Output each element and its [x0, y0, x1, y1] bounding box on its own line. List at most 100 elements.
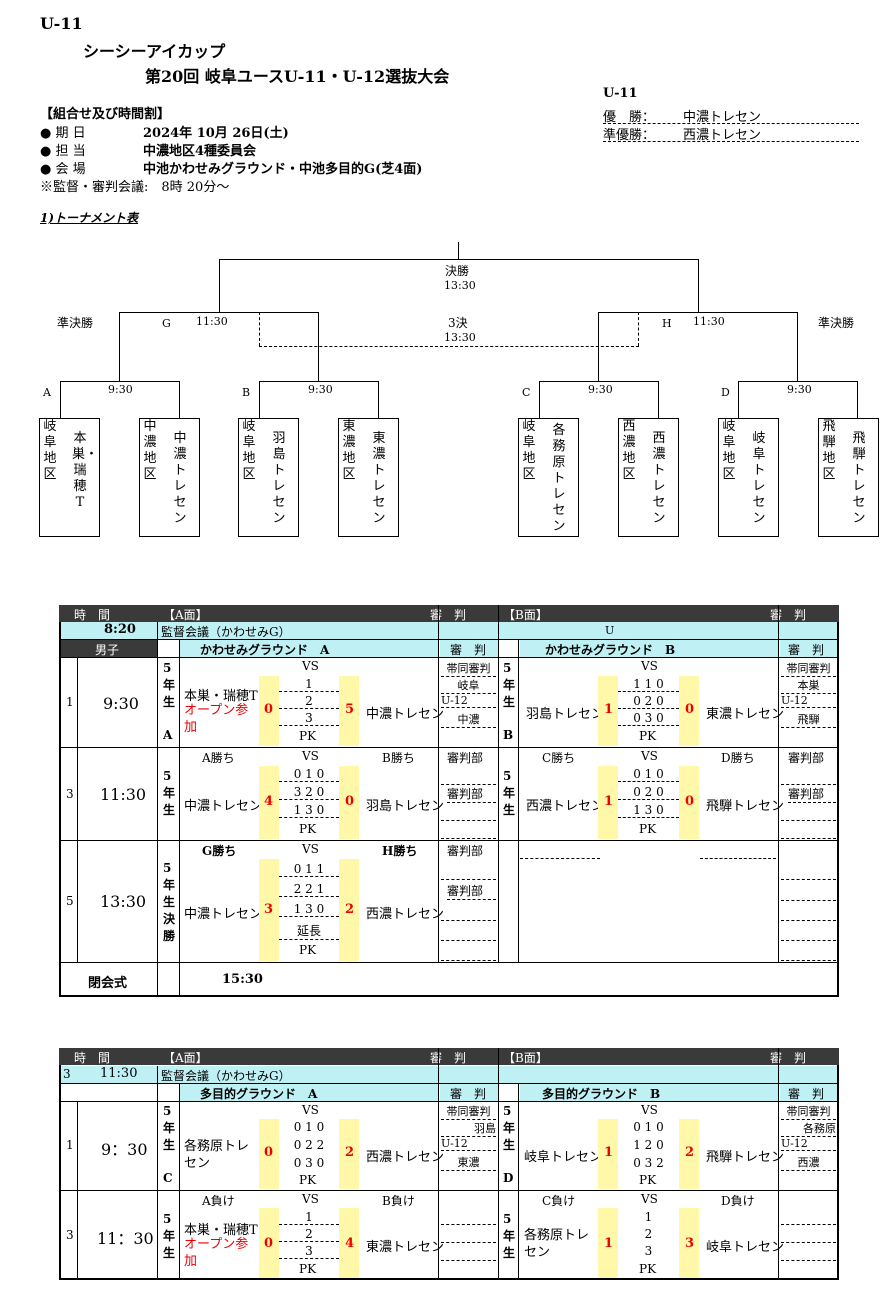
bracket-line	[658, 381, 659, 419]
team-box: 飛騨地区 飛騨トレセン	[818, 418, 879, 537]
block-a-label: A	[43, 386, 51, 399]
block-b-time: 9:30	[308, 383, 333, 396]
period-score: 0 1 0	[279, 767, 339, 782]
loser-from-label: A負け	[202, 1194, 235, 1208]
grade-label: 5年生	[503, 661, 516, 709]
ground-b-label: かわせみグラウンド B	[545, 643, 676, 657]
pk-label: PK	[299, 1173, 317, 1187]
closing-label: 閉会式	[88, 976, 128, 991]
bracket-line	[857, 381, 858, 419]
date-label: ● 期 日	[40, 126, 86, 141]
team-away: 岐阜トレセン	[706, 1240, 785, 1255]
pk-label: PK	[299, 943, 317, 957]
venue-label: ● 会 場	[40, 162, 86, 177]
score-home: 0	[264, 1236, 274, 1251]
bracket-line	[318, 312, 319, 382]
bracket-line	[119, 312, 319, 313]
bracket-heading: 1)トーナメント表	[40, 211, 139, 225]
row-number: 1	[66, 695, 74, 709]
header-time: 時 間	[74, 1051, 111, 1065]
bracket-line	[698, 259, 699, 313]
category-label: U-11	[40, 14, 83, 33]
referee-cell: 中濃	[441, 711, 496, 728]
period-score: 2 2 1	[279, 882, 339, 897]
period-score: 0 3 0	[293, 1156, 325, 1170]
winner-row: 優 勝： 中濃トレセン	[603, 106, 859, 125]
referee-cell: 各務原	[781, 1120, 836, 1137]
block-letter: B	[503, 728, 514, 742]
referee-cell: 帯同審判	[441, 660, 496, 677]
team-region: 東濃地区	[342, 419, 356, 482]
vs-label: VS	[302, 1192, 319, 1206]
team-name: 各務原トレセン	[552, 423, 566, 534]
referee-cell: 羽島	[441, 1120, 496, 1137]
vs-label: VS	[641, 1103, 658, 1117]
ground-b-ref: 審 判	[788, 643, 825, 657]
referee-head: 審判部	[447, 751, 484, 765]
bracket-line	[219, 259, 220, 313]
period-score: 0 3 2	[633, 1156, 664, 1170]
grade-label: 5年生	[163, 1212, 176, 1260]
date-value: 2024年 10月 26日(土)	[143, 126, 289, 141]
referee-cell: U-12	[781, 1137, 836, 1151]
match-h-time: 11:30	[693, 315, 725, 328]
ground-b-ref: 審 判	[788, 1087, 825, 1101]
row-number: 3	[66, 787, 74, 801]
block-letter: D	[503, 1171, 514, 1185]
bracket-line	[378, 381, 379, 419]
block-d-label: D	[721, 386, 730, 399]
header-side-a: 【A面】	[163, 608, 208, 622]
referee-head: 審判部	[788, 751, 825, 765]
vs-label: VS	[302, 749, 319, 763]
meeting-time: 8:20	[104, 622, 136, 637]
score-home: 3	[264, 902, 274, 917]
third-place-time: 13:30	[444, 331, 476, 344]
period-score: 1 2 0	[633, 1138, 664, 1152]
row-time: 11:30	[100, 785, 147, 804]
bracket-line	[738, 381, 739, 419]
team-name: 中濃トレセン	[173, 431, 187, 526]
team-box: 西濃地区 西濃トレセン	[618, 418, 679, 537]
block-c-time: 9:30	[588, 383, 613, 396]
bracket-line	[259, 381, 379, 382]
referee-cell: 西濃	[781, 1154, 836, 1171]
score-home: 0	[264, 702, 274, 717]
winner-from-label: B勝ち	[382, 751, 415, 765]
period-score: 0 1 0	[618, 767, 679, 782]
score-away: 2	[345, 1145, 355, 1160]
pk-label: PK	[299, 822, 317, 836]
venue-value: 中池かわせみグラウンド・中池多目的G(芝4面)	[143, 162, 423, 177]
score-away: 5	[345, 702, 355, 717]
team-box: 岐阜地区 本巣・瑞穂T	[39, 418, 100, 537]
ground-a-ref: 審 判	[450, 643, 487, 657]
referee-cell: 岐阜	[441, 677, 496, 694]
bracket-line	[598, 312, 798, 313]
referee-cell: U-12	[441, 694, 496, 708]
third-place-line	[259, 312, 260, 346]
referee-cell: 帯同審判	[781, 660, 836, 677]
period-score: 3	[644, 1244, 653, 1258]
score-home: 1	[604, 1236, 614, 1251]
score-home: 0	[264, 1145, 274, 1160]
event-title: 第20回 岐阜ユースU-11・U-12選抜大会	[145, 67, 450, 86]
team-home: 岐阜トレセン	[524, 1150, 603, 1165]
bracket-line	[598, 312, 599, 382]
grade-label: 5年生	[163, 769, 176, 817]
score-away: 3	[685, 1236, 695, 1251]
vs-label: VS	[302, 1103, 319, 1117]
vs-label: VS	[302, 659, 319, 673]
winner-from-label: D勝ち	[721, 751, 755, 765]
vs-label: VS	[302, 842, 319, 856]
meeting-label: 監督会議（かわせみG）	[161, 1069, 291, 1083]
team-name: 本巣・瑞穂T	[72, 431, 99, 510]
team-name: 岐阜トレセン	[752, 431, 766, 526]
third-place-line	[259, 312, 318, 313]
charge-label: ● 担 当	[40, 144, 86, 159]
referee-cell: 帯同審判	[441, 1103, 496, 1120]
pk-label: PK	[639, 822, 657, 836]
winner-from-label: C勝ち	[542, 751, 576, 765]
score-away: 0	[685, 702, 695, 717]
team-away: 東濃トレセン	[706, 707, 785, 722]
team-name: 西濃トレセン	[652, 431, 666, 526]
third-place-label: 3決	[448, 316, 468, 330]
